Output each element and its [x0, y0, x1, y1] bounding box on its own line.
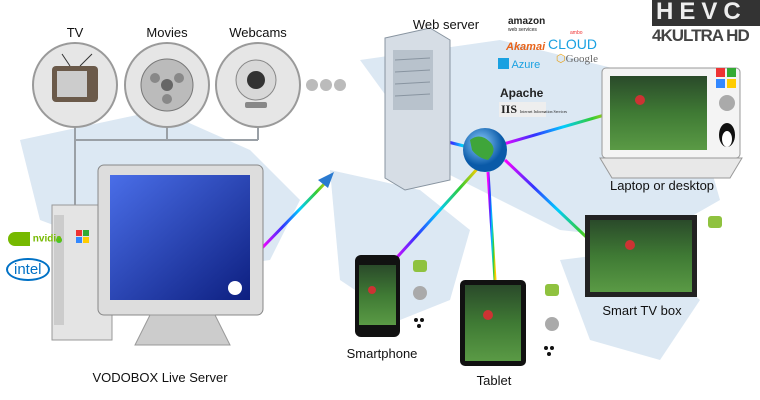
source-label-tv: TV	[66, 25, 84, 40]
hevc-logo-title: HEVC	[656, 0, 747, 25]
azure-logo: Azure	[498, 58, 540, 71]
source-label-webcams: Webcams	[229, 25, 287, 40]
webcam-icon	[235, 59, 277, 108]
tv-icon	[52, 53, 98, 102]
source-connectors	[74, 127, 259, 215]
more-sources-icon	[306, 79, 346, 91]
smartphone-label: Smartphone	[346, 346, 418, 361]
web-server-label: Web server	[412, 17, 480, 32]
apple-icon	[413, 95, 735, 331]
source-label-movies: Movies	[146, 25, 188, 40]
web-server-tower	[384, 27, 451, 191]
tablet	[460, 280, 526, 366]
nvidia-logo: nvidia	[8, 232, 62, 246]
google-cloud-logo: ⬡Google	[556, 53, 598, 65]
smart-tv	[585, 215, 697, 297]
iis-logo: IIS Internet Information Services	[499, 102, 568, 117]
film-reel-icon	[140, 58, 194, 112]
intel-logo: intel	[6, 258, 50, 281]
arrow-head-icon	[318, 172, 334, 188]
windows-icon	[716, 68, 736, 88]
tablet-label: Tablet	[476, 373, 512, 388]
android-icon	[413, 216, 722, 296]
akamai-logo: Akamai	[506, 41, 546, 53]
rainbow-links	[260, 110, 616, 281]
vodobox-server-label: VODOBOX Live Server	[92, 370, 228, 385]
hevc-logo-subtitle: 4KULTRA HD	[652, 26, 750, 45]
linux-icon	[719, 123, 735, 147]
globe-icon	[463, 128, 507, 172]
hevc-badge	[652, 0, 760, 26]
smartphone	[355, 255, 400, 337]
smart-tv-label: Smart TV box	[602, 303, 682, 318]
blackberry-icon	[414, 318, 554, 356]
laptop	[599, 67, 743, 179]
laptop-label: Laptop or desktop	[609, 178, 715, 193]
apache-logo: Apache	[500, 86, 544, 100]
windows-logo-small	[76, 230, 89, 243]
vodobox-monitor	[97, 164, 264, 346]
